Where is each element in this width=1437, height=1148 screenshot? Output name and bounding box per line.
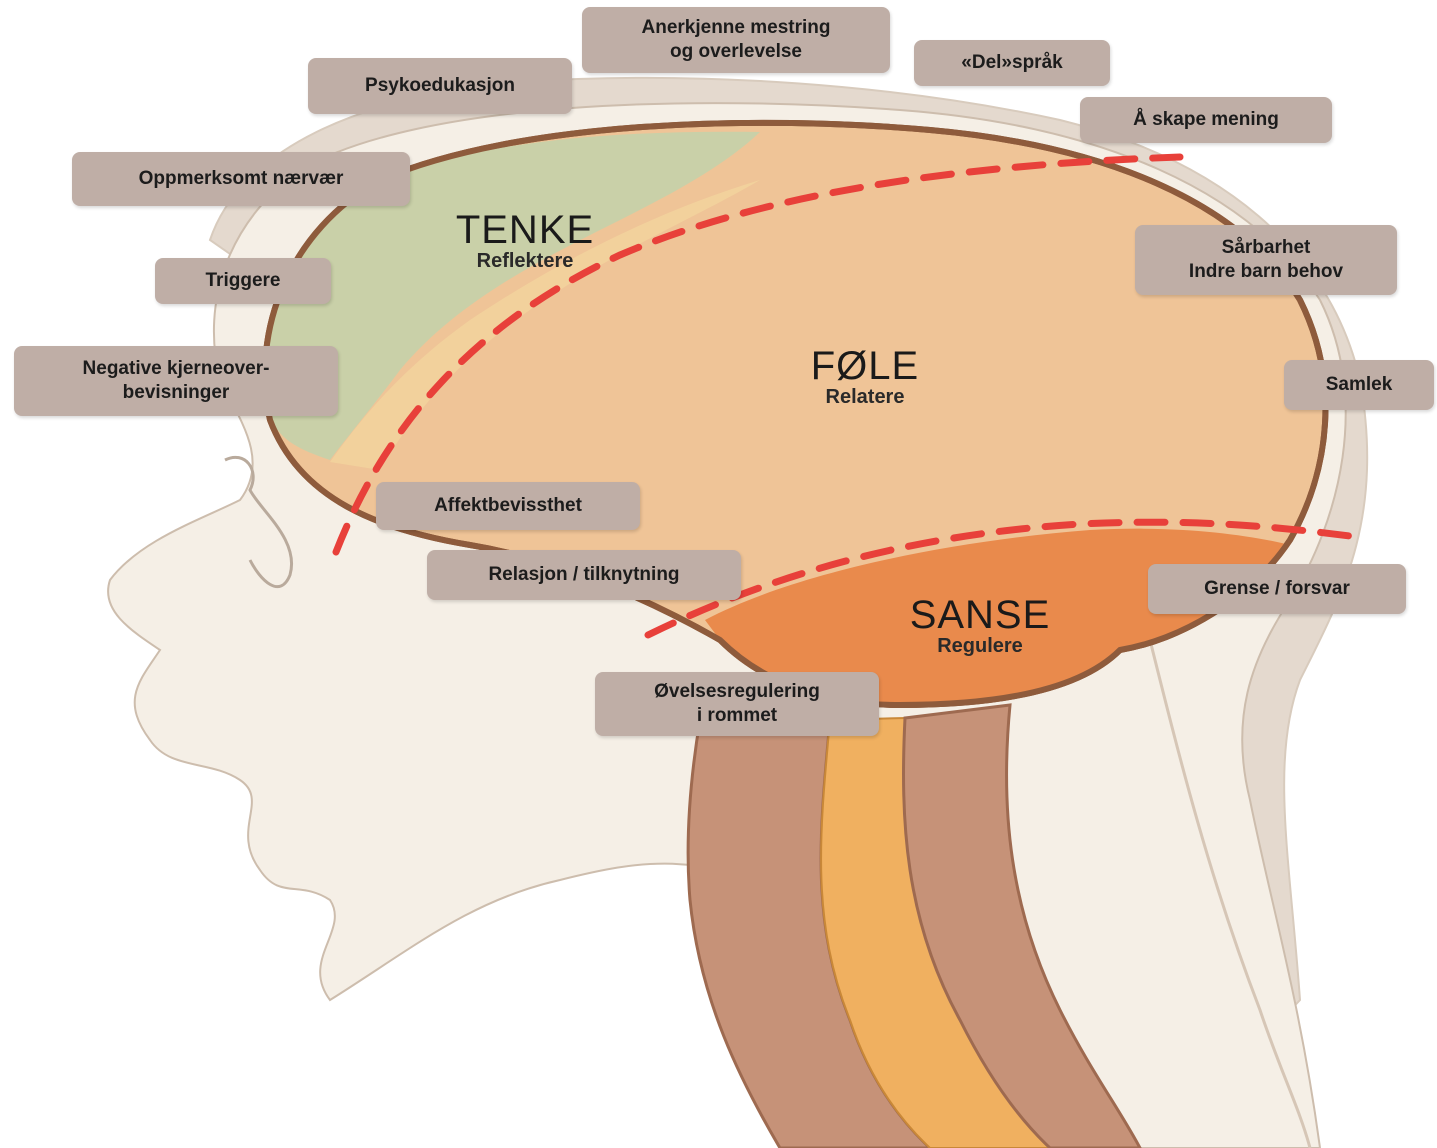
sense-title: SANSE bbox=[880, 595, 1080, 635]
feel-subtitle: Relatere bbox=[760, 386, 970, 408]
label-relasjon-text: Relasjon / tilknytning bbox=[488, 563, 679, 587]
label-relasjon: Relasjon / tilknytning bbox=[427, 550, 741, 600]
think-title: TENKE bbox=[420, 210, 630, 250]
think-subtitle: Reflektere bbox=[420, 250, 630, 272]
label-grense-text: Grense / forsvar bbox=[1204, 577, 1350, 601]
label-affekt: Affektbevissthet bbox=[376, 482, 640, 530]
sense-zone-label: SANSE Regulere bbox=[880, 595, 1080, 657]
label-negative: Negative kjerneover- bevisninger bbox=[14, 346, 338, 416]
sense-subtitle: Regulere bbox=[880, 635, 1080, 657]
label-anerkjenne-line2: og overlevelse bbox=[670, 40, 802, 64]
label-grense: Grense / forsvar bbox=[1148, 564, 1406, 614]
label-del-sprak-text: «Del»språk bbox=[961, 51, 1062, 75]
label-skape-mening: Å skape mening bbox=[1080, 97, 1332, 143]
label-samlek: Samlek bbox=[1284, 360, 1434, 410]
label-negative-line1: Negative kjerneover- bbox=[83, 357, 270, 381]
label-affekt-text: Affektbevissthet bbox=[434, 494, 582, 518]
feel-zone-label: FØLE Relatere bbox=[760, 346, 970, 408]
label-psykoedukasjon-text: Psykoedukasjon bbox=[365, 74, 515, 98]
think-zone-label: TENKE Reflektere bbox=[420, 210, 630, 272]
label-ovelses-line2: i rommet bbox=[697, 704, 777, 728]
label-triggere-text: Triggere bbox=[206, 269, 281, 293]
label-anerkjenne: Anerkjenne mestring og overlevelse bbox=[582, 7, 890, 73]
label-sarbarhet-line1: Sårbarhet bbox=[1222, 236, 1311, 260]
label-ovelses: Øvelsesregulering i rommet bbox=[595, 672, 879, 736]
label-oppmerksomt: Oppmerksomt nærvær bbox=[72, 152, 410, 206]
label-samlek-text: Samlek bbox=[1326, 373, 1393, 397]
label-del-sprak: «Del»språk bbox=[914, 40, 1110, 86]
label-psykoedukasjon: Psykoedukasjon bbox=[308, 58, 572, 114]
label-oppmerksomt-text: Oppmerksomt nærvær bbox=[139, 167, 344, 191]
label-triggere: Triggere bbox=[155, 258, 331, 304]
feel-title: FØLE bbox=[760, 346, 970, 386]
label-sarbarhet-line2: Indre barn behov bbox=[1189, 260, 1343, 284]
label-skape-mening-text: Å skape mening bbox=[1133, 108, 1279, 132]
label-sarbarhet: Sårbarhet Indre barn behov bbox=[1135, 225, 1397, 295]
label-ovelses-line1: Øvelsesregulering bbox=[654, 680, 820, 704]
label-negative-line2: bevisninger bbox=[123, 381, 230, 405]
label-anerkjenne-line1: Anerkjenne mestring bbox=[642, 16, 831, 40]
